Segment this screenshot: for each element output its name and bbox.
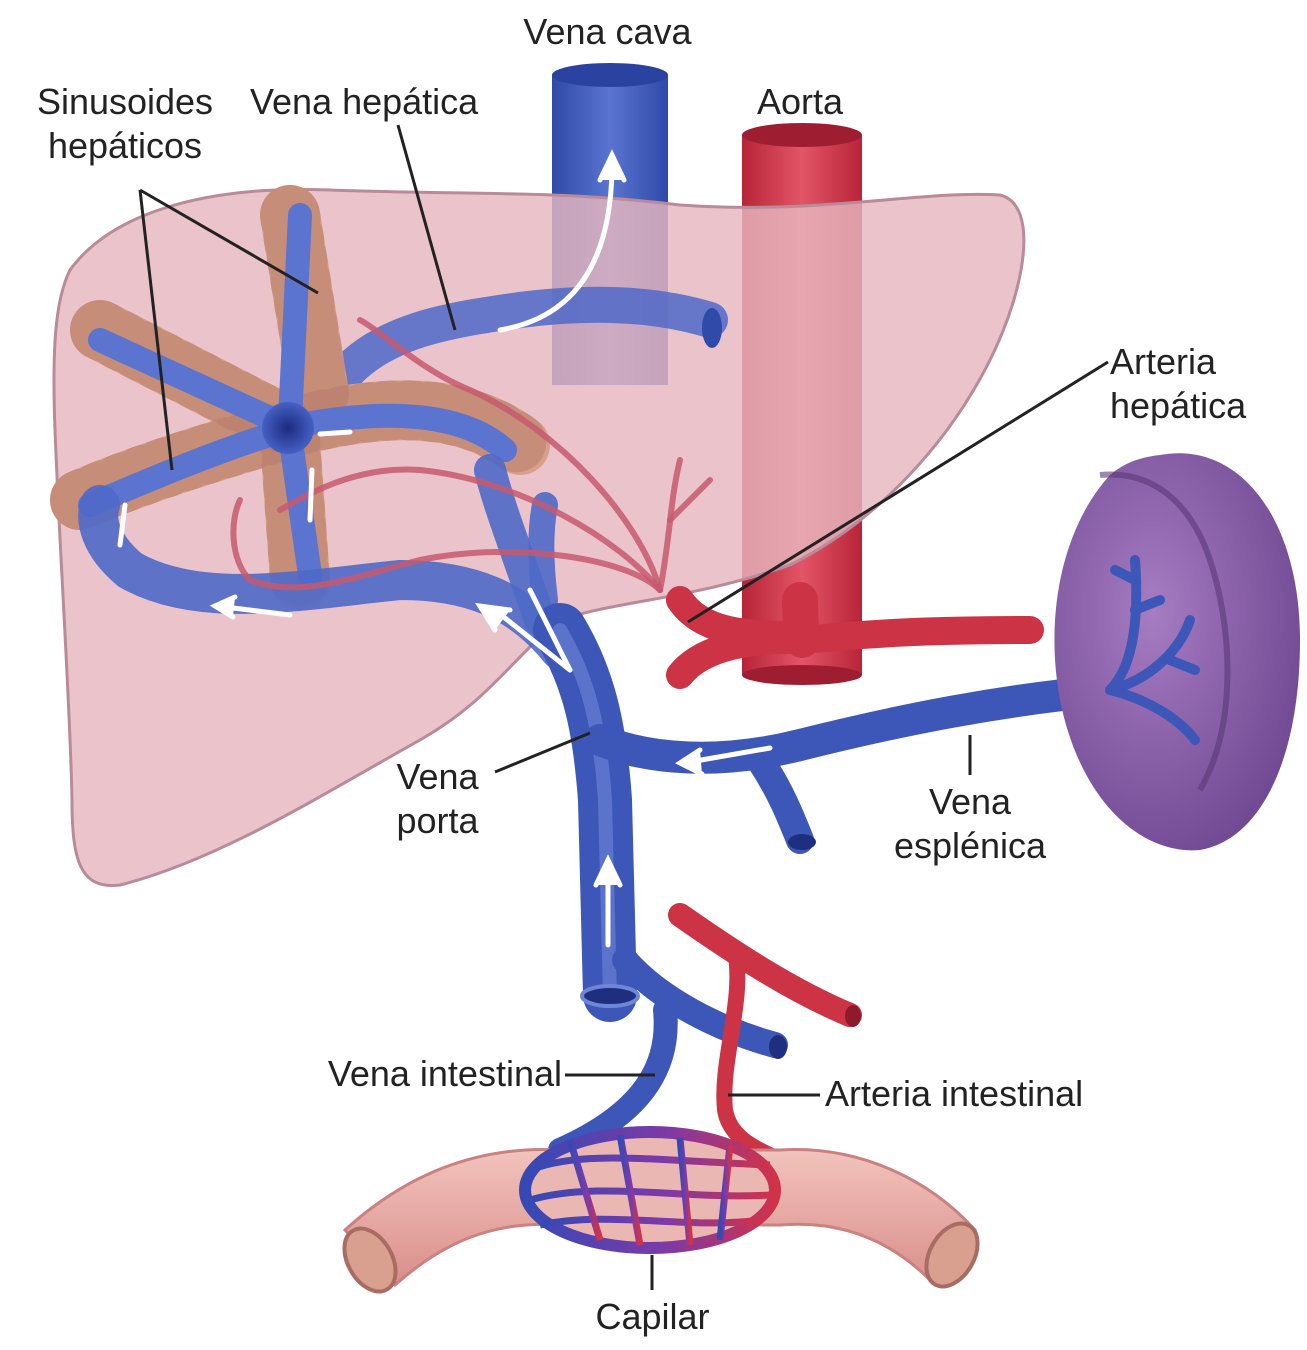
label-vena-cava: Vena cava (505, 10, 710, 54)
label-arteria-intestinal: Arteria intestinal (825, 1072, 1155, 1116)
label-sinusoides-line1: Sinusoides (5, 80, 245, 124)
label-vena-esplenica: Vena esplénica (880, 780, 1060, 868)
label-vena-porta: Vena porta (380, 755, 495, 843)
label-arteria-hepatica-line2: hepática (1110, 384, 1300, 428)
hepatic-vein-end (702, 308, 722, 348)
label-capilar: Capilar (565, 1295, 740, 1339)
label-vena-intestinal: Vena intestinal (262, 1052, 562, 1096)
label-aorta: Aorta (735, 80, 865, 124)
label-arteria-hepatica-line1: Arteria (1110, 340, 1300, 384)
label-sinusoides-hepaticos: Sinusoides hepáticos (5, 80, 245, 168)
label-vena-porta-line1: Vena (380, 755, 495, 799)
celiac-trunk (800, 600, 802, 640)
label-vena-esplenica-line2: esplénica (880, 824, 1060, 868)
label-vena-porta-line2: porta (380, 799, 495, 843)
label-arteria-hepatica: Arteria hepática (1110, 340, 1300, 428)
label-vena-esplenica-line1: Vena (880, 780, 1060, 824)
capillary-bed (525, 1132, 775, 1248)
label-sinusoides-line2: hepáticos (5, 124, 245, 168)
central-vein (262, 402, 314, 454)
label-vena-hepatica: Vena hepática (250, 80, 530, 124)
